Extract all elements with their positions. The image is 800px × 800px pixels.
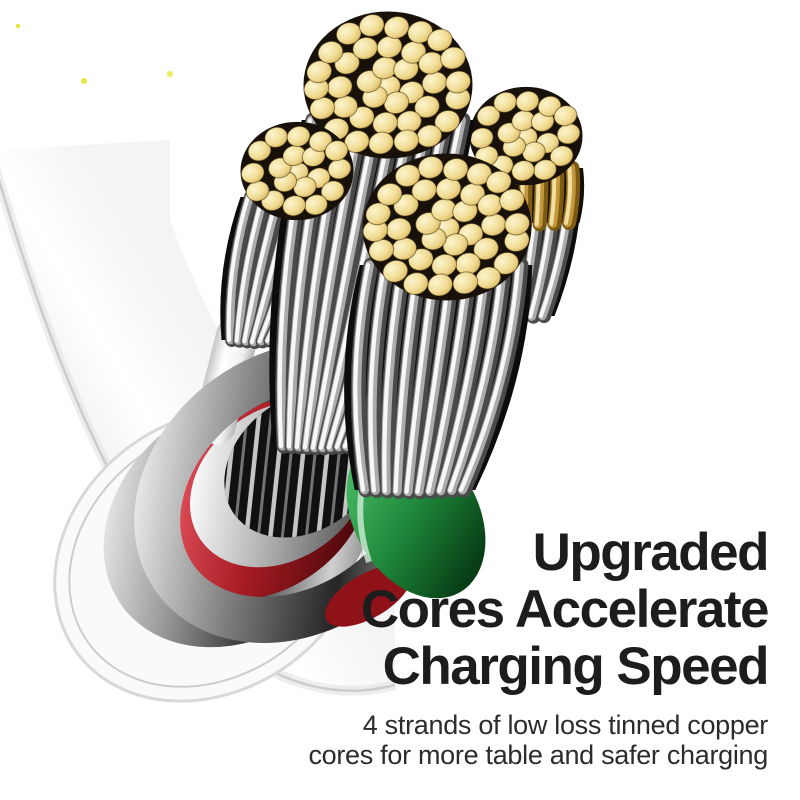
copper-strand-end bbox=[411, 178, 438, 202]
headline-line-2: Cores Accelerate bbox=[360, 580, 770, 639]
copper-strand-end bbox=[427, 273, 453, 297]
copper-strand-end bbox=[358, 14, 385, 37]
copper-strand-end bbox=[414, 95, 440, 119]
copper-strand-end bbox=[286, 125, 311, 147]
wire-strand bbox=[382, 259, 404, 493]
copper-strand-end bbox=[383, 16, 410, 39]
copper-strand-end bbox=[393, 129, 420, 153]
dust-speck bbox=[15, 23, 21, 29]
copper-strand-end bbox=[247, 140, 272, 162]
copper-strand-end bbox=[440, 46, 466, 70]
headline: Upgraded Cores Accelerate Charging Speed bbox=[308, 523, 770, 696]
copper-strand-end bbox=[434, 109, 461, 133]
copper-strand-end bbox=[452, 271, 479, 295]
dust-speck bbox=[81, 78, 87, 84]
subheadline-line-2: cores for more table and safer charging bbox=[308, 740, 768, 770]
copper-strand-end bbox=[515, 90, 540, 112]
copper-strand-end bbox=[426, 28, 453, 52]
copper-strand-end bbox=[476, 105, 501, 127]
copper-strand-end bbox=[549, 145, 574, 167]
copper-strand-end bbox=[511, 160, 536, 182]
copper-strand-end bbox=[442, 158, 469, 181]
headline-line-3: Charging Speed bbox=[382, 637, 770, 696]
strand-cluster-top bbox=[303, 11, 473, 159]
copper-strand-end bbox=[466, 162, 493, 186]
copper-strand-end bbox=[445, 70, 472, 94]
copper-strand-end bbox=[376, 182, 403, 206]
copper-strand-end bbox=[240, 162, 265, 184]
wire-strand bbox=[226, 195, 250, 342]
copper-strand-end bbox=[293, 176, 317, 198]
copper-strand-end bbox=[473, 237, 499, 261]
copper-strand-end bbox=[402, 272, 429, 296]
copper-strand-end bbox=[400, 40, 427, 64]
subheadline: 4 strands of low loss tinned copper core… bbox=[308, 710, 768, 770]
strand-cluster-right bbox=[469, 86, 583, 186]
copper-strand-end bbox=[522, 141, 546, 163]
copper-strand-end bbox=[365, 202, 392, 226]
marketing-copy: Upgraded Cores Accelerate Charging Speed… bbox=[308, 523, 770, 770]
copper-strand-end bbox=[493, 91, 518, 113]
strand-cluster-left bbox=[240, 121, 354, 221]
copper-strand-end bbox=[469, 127, 494, 149]
copper-strand-end bbox=[407, 20, 434, 44]
copper-strand-end bbox=[459, 182, 486, 206]
copper-strand-end bbox=[435, 177, 462, 201]
copper-strand-end bbox=[485, 170, 512, 194]
copper-strand-end bbox=[493, 251, 520, 275]
wire-strand bbox=[234, 193, 265, 343]
copper-strand-end bbox=[324, 140, 349, 162]
copper-strand-end bbox=[376, 35, 403, 59]
wire-strand bbox=[564, 166, 573, 225]
copper-strand-end bbox=[383, 91, 410, 115]
wire-strand bbox=[353, 262, 371, 493]
strand-cluster-center bbox=[362, 153, 532, 301]
copper-strand-end bbox=[382, 259, 409, 283]
wire-strand bbox=[368, 261, 387, 493]
headline-line-1: Upgraded bbox=[532, 523, 770, 582]
copper-strand-end bbox=[417, 156, 444, 179]
copper-strand-end bbox=[320, 180, 345, 202]
copper-strand-end bbox=[442, 233, 469, 257]
subheadline-line-1: 4 strands of low loss tinned copper bbox=[362, 710, 769, 740]
copper-strand-end bbox=[317, 40, 344, 64]
copper-strand-end bbox=[499, 188, 525, 212]
wire-strand bbox=[458, 262, 521, 493]
red-core-sliver bbox=[325, 565, 411, 627]
copper-strand-end bbox=[352, 36, 379, 60]
copper-strand-end bbox=[553, 105, 578, 127]
dust-speck bbox=[167, 71, 173, 77]
copper-strand-end bbox=[504, 212, 531, 236]
copper-strand-end bbox=[282, 195, 307, 217]
wire-strand bbox=[310, 110, 379, 450]
copper-strand-end bbox=[368, 131, 394, 155]
wire-strand bbox=[448, 261, 504, 493]
copper-strand-end bbox=[306, 60, 333, 84]
copper-strand-end bbox=[264, 126, 289, 148]
